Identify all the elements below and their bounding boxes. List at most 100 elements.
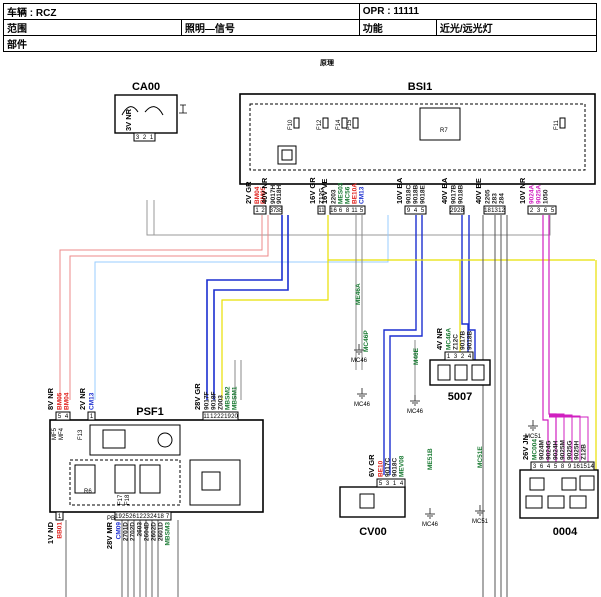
connector-pins bbox=[527, 205, 557, 215]
connector-pins bbox=[530, 461, 595, 471]
connector-pins bbox=[253, 205, 267, 215]
bsi1-module bbox=[277, 145, 297, 165]
bsi1-inner bbox=[249, 103, 586, 171]
ground-MC46: MC46 bbox=[407, 409, 424, 415]
c5007-title: 5007 bbox=[448, 391, 472, 403]
beam-wire bbox=[461, 215, 469, 360]
pin-number: 2 bbox=[143, 135, 147, 141]
wire-label: 9018B bbox=[467, 331, 474, 350]
wire-label: 9017B bbox=[451, 185, 458, 204]
pin-number: 8 bbox=[346, 208, 350, 214]
wire-label: MES03 bbox=[338, 182, 345, 204]
pin-number: 24 bbox=[150, 514, 157, 520]
wire-label: BB01 bbox=[57, 522, 64, 539]
pin-number: 28 bbox=[457, 208, 464, 214]
wire-label: BE10 bbox=[378, 460, 385, 477]
high-beam-wire bbox=[549, 415, 581, 470]
connector-pins bbox=[133, 132, 156, 142]
connector-pins bbox=[449, 205, 465, 215]
pin-number: 5 bbox=[360, 208, 364, 214]
connector-pins bbox=[317, 205, 326, 215]
pin-number: 6 bbox=[540, 464, 544, 470]
connector-spec: 2V NR bbox=[78, 387, 87, 410]
wire-label: Z12B bbox=[581, 444, 588, 460]
psf1-label: F17 bbox=[118, 494, 124, 505]
connector-pins bbox=[483, 205, 506, 215]
pin-number: 11 bbox=[351, 208, 358, 214]
pin-number: 8 bbox=[561, 464, 565, 470]
fuse-label: F15 bbox=[347, 119, 353, 130]
fuse-F15 bbox=[352, 117, 359, 129]
wire-label: BM05 bbox=[57, 392, 64, 410]
connector-pins bbox=[329, 205, 366, 215]
pin-number: 1 bbox=[393, 481, 397, 487]
connector-spec: 40V BA bbox=[440, 177, 449, 204]
wire-label: 284 bbox=[499, 193, 506, 204]
relay-r7-box bbox=[419, 107, 461, 141]
c5007-element bbox=[471, 364, 485, 381]
ground-wire-label: M46E bbox=[413, 347, 420, 365]
connector-spec: 40V NR bbox=[260, 177, 269, 204]
c5007-element bbox=[437, 364, 451, 381]
pin-number: 2 bbox=[461, 354, 465, 360]
wire-label: 9018C bbox=[392, 458, 399, 477]
pin-number: 3 bbox=[386, 481, 390, 487]
bsi1-box bbox=[239, 93, 596, 185]
connector-spec: 1V ND bbox=[46, 521, 55, 544]
c0004-title: 0004 bbox=[553, 526, 578, 538]
header-table: 车辆 : RCZ OPR : 11111 范围 照明—信号 功能 近光/远光灯 … bbox=[3, 3, 598, 52]
power-wire bbox=[59, 215, 263, 400]
c0004-lamp bbox=[569, 495, 587, 509]
connector-spec: 28V GR bbox=[193, 383, 202, 410]
ground-MC46: MC46 bbox=[422, 522, 439, 528]
harness-wire bbox=[153, 200, 551, 236]
pin-number: 4 bbox=[468, 354, 472, 360]
wire-label: Z003 bbox=[218, 395, 225, 410]
wire-label: 9017F bbox=[204, 392, 211, 410]
ground-MC51: MC51 bbox=[525, 434, 542, 440]
psf1-relay bbox=[139, 464, 161, 494]
wire-label: 1050 bbox=[543, 189, 550, 204]
pin-number: 1 bbox=[90, 414, 94, 420]
pin-number: 5 bbox=[421, 208, 425, 214]
wire-label: 9024A bbox=[529, 185, 536, 204]
wire-label: MBSM3 bbox=[165, 522, 172, 546]
ground-MC46: MC46 bbox=[351, 358, 368, 364]
pin-number: 1 bbox=[255, 208, 259, 214]
beam-wire bbox=[389, 215, 423, 475]
pin-number: 4 bbox=[65, 414, 69, 420]
ground-MC46: MC46 bbox=[354, 402, 371, 408]
wire-label: 9024G bbox=[546, 440, 553, 460]
connector-spec: 10V NR bbox=[518, 177, 527, 204]
psf1-transistor bbox=[157, 432, 173, 448]
signal-wire bbox=[94, 215, 389, 400]
wire-label: 2205 bbox=[485, 189, 492, 204]
connector-pins bbox=[444, 351, 474, 361]
wire-label: MEV08 bbox=[399, 455, 406, 477]
wire-label: 2601D bbox=[158, 522, 165, 541]
pin-number: 14 bbox=[587, 464, 594, 470]
wire-label: 2702D bbox=[130, 522, 137, 541]
psf1-pb-label: PB bbox=[107, 516, 115, 522]
pin-number: 3 bbox=[454, 354, 458, 360]
fuse-label: F14 bbox=[336, 119, 342, 130]
ground-wire-label: ME51B bbox=[427, 448, 434, 470]
high-beam-wire bbox=[549, 416, 589, 470]
pin-number: 4 bbox=[547, 464, 551, 470]
c0004-lamp bbox=[525, 495, 543, 509]
pin-number: 7 bbox=[166, 514, 170, 520]
ground-wire-label: MC51E bbox=[477, 446, 484, 468]
wire-label: MC56 bbox=[345, 186, 352, 204]
high-beam-wire bbox=[548, 215, 557, 470]
fuse-F10 bbox=[293, 117, 300, 129]
psf1-output-chip bbox=[201, 471, 221, 491]
pin-number: 26 bbox=[129, 514, 136, 520]
pin-number: 9 bbox=[568, 464, 572, 470]
connector-spec: 40V BE bbox=[474, 178, 483, 204]
fuse-F14 bbox=[341, 117, 348, 129]
pin-number: 5 bbox=[379, 481, 383, 487]
harness-wire bbox=[146, 200, 551, 236]
fuse-F12 bbox=[322, 117, 329, 129]
ca00-switch-symbol bbox=[121, 106, 164, 116]
beam-wire bbox=[468, 215, 476, 360]
